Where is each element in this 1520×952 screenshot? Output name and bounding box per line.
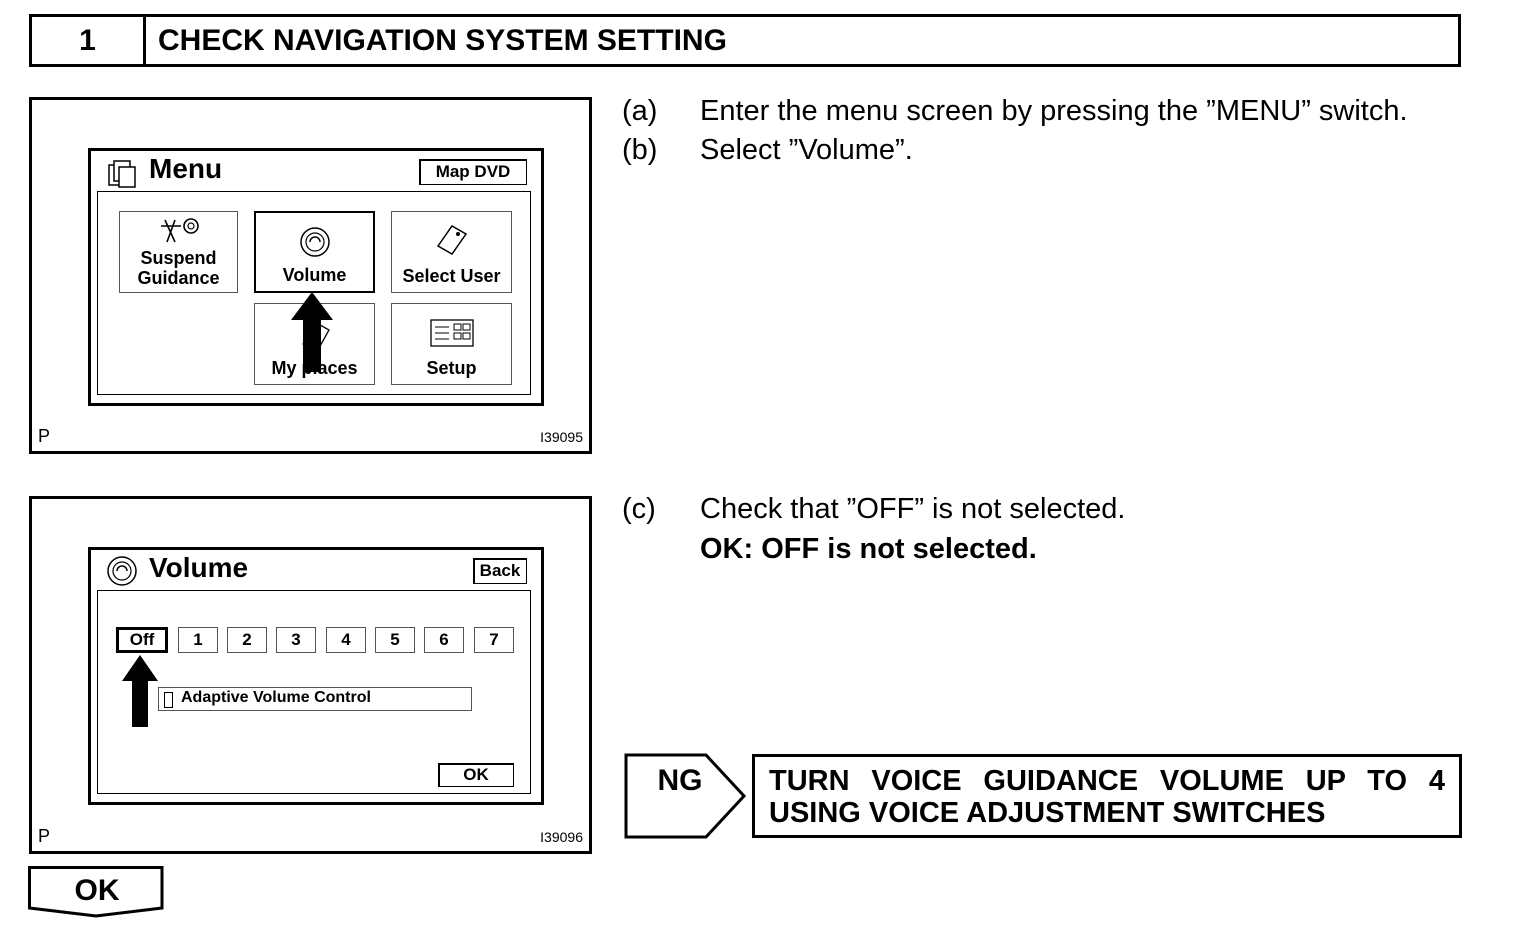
back-button[interactable]: Back [473, 558, 527, 584]
ok-button[interactable]: OK [438, 763, 514, 787]
tile-select-user[interactable]: Select User [391, 211, 512, 293]
ng-action-box: TURN VOICE GUIDANCE VOLUME UP TO 4 USING… [752, 754, 1462, 838]
step-marker: (c) [622, 493, 656, 525]
tile-setup[interactable]: Setup [391, 303, 512, 385]
adaptive-volume-checkbox-row[interactable]: Adaptive Volume Control [158, 687, 472, 711]
ok-tab-label: OK [74, 874, 120, 907]
arrow-up-icon [122, 655, 158, 727]
volume-screen: Volume Back Off 1 2 3 4 5 6 7 Adaptive V… [88, 547, 544, 805]
figure-corner-letter: P [38, 426, 51, 446]
ng-action-line2: USING VOICE ADJUSTMENT SWITCHES [769, 797, 1326, 829]
volume-level-off[interactable]: Off [116, 627, 168, 653]
step-text: Select ”Volume”. [700, 134, 913, 166]
speaker-icon [107, 556, 137, 586]
step-marker: (a) [622, 95, 658, 127]
suspend-guidance-icon [160, 218, 199, 243]
ok-tab [28, 866, 164, 918]
ng-label: NG [657, 764, 703, 797]
volume-screen-body: Off 1 2 3 4 5 6 7 Adaptive Volume Contro… [97, 590, 531, 794]
step-text: Enter the menu screen by pressing the ”M… [700, 95, 1408, 127]
volume-level-2[interactable]: 2 [227, 627, 267, 653]
volume-level-7[interactable]: 7 [474, 627, 514, 653]
tile-suspend-guidance[interactable]: Suspend Guidance [119, 211, 238, 293]
arrow-up-icon [291, 292, 333, 372]
figure-corner-letter: P [38, 826, 51, 846]
map-dvd-button[interactable]: Map DVD [419, 159, 527, 185]
ng-action-line1: TURN VOICE GUIDANCE VOLUME UP TO 4 [769, 765, 1445, 797]
speaker-icon [299, 227, 330, 257]
figure-id: I39096 [540, 829, 583, 845]
step-header: 1 CHECK NAVIGATION SYSTEM SETTING [29, 14, 1461, 67]
checkbox-label: Adaptive Volume Control [181, 689, 371, 706]
tile-label: Select User [402, 266, 501, 286]
tile-label: Volume [282, 265, 347, 285]
volume-level-4[interactable]: 4 [326, 627, 366, 653]
user-card-icon [436, 225, 467, 255]
figure-id: I39095 [540, 429, 583, 445]
volume-level-1[interactable]: 1 [178, 627, 218, 653]
step-number: 1 [32, 17, 146, 64]
settings-list-icon [429, 319, 474, 347]
ok-condition: OK: OFF is not selected. [700, 533, 1037, 565]
menu-screen-body: Suspend Guidance Volume Select U [97, 191, 531, 395]
figure-volume-screen: Volume Back Off 1 2 3 4 5 6 7 Adaptive V… [29, 496, 592, 854]
step-marker: (b) [622, 134, 658, 166]
volume-level-3[interactable]: 3 [276, 627, 316, 653]
menu-screen-title: Menu [149, 153, 223, 184]
tile-label: Suspend Guidance [137, 248, 220, 288]
volume-screen-title: Volume [149, 552, 249, 583]
menu-screen: Menu Map DVD Suspend Guidance [88, 148, 544, 406]
step-text: Check that ”OFF” is not selected. [700, 493, 1126, 525]
menu-icon [108, 160, 136, 188]
ng-arrow [624, 753, 747, 839]
step-title: CHECK NAVIGATION SYSTEM SETTING [158, 24, 727, 57]
figure-menu-screen: Menu Map DVD Suspend Guidance [29, 97, 592, 454]
tile-volume[interactable]: Volume [254, 211, 375, 293]
volume-level-5[interactable]: 5 [375, 627, 415, 653]
tile-label: Setup [426, 358, 477, 378]
volume-level-6[interactable]: 6 [424, 627, 464, 653]
checkbox[interactable] [164, 692, 173, 708]
